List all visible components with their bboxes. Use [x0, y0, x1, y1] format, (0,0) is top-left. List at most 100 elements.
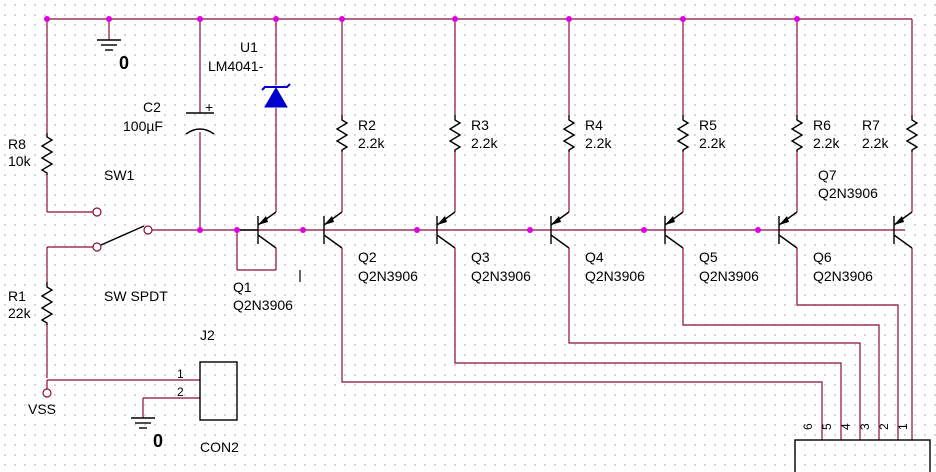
junction-dot: [197, 227, 203, 233]
r1-resistor: [40, 282, 54, 325]
ground-top-label: 0: [119, 53, 129, 73]
connector-pin-5: 5: [820, 423, 834, 430]
junction-dot: [234, 227, 240, 233]
r3-ref: R3: [471, 117, 489, 133]
connector-pin-4: 4: [839, 423, 853, 430]
c2-capacitor: [185, 112, 215, 135]
q4-collector-wire: [568, 248, 861, 440]
r7-ref: R7: [862, 117, 880, 133]
junction-dot: [452, 16, 458, 22]
q1-value: Q2N3906: [233, 297, 293, 313]
r5-ref: R5: [699, 117, 717, 133]
sw1-type: SW SPDT: [104, 288, 168, 304]
r4-value: 2.2k: [585, 135, 612, 151]
j2-connector: [199, 361, 238, 421]
sw1-switch: [92, 207, 153, 252]
transistor-array: Q2Q2N3906Q3Q2N3906Q4Q2N3906Q5Q2N3906Q6Q2…: [323, 167, 913, 284]
connector-pin-2: 2: [877, 423, 891, 430]
j2-ref: J2: [200, 327, 215, 343]
r8-value: 10k: [8, 153, 32, 169]
c2-value: 100µF: [123, 118, 163, 134]
sw1-ref: SW1: [104, 167, 135, 183]
resistor-r2: [335, 115, 349, 152]
q2-ref: Q2: [358, 249, 377, 265]
q5-ref: Q5: [699, 249, 718, 265]
r4-ref: R4: [585, 117, 603, 133]
junction-dot: [273, 16, 279, 22]
r6-ref: R6: [813, 117, 831, 133]
r3-value: 2.2k: [471, 135, 498, 151]
r5-value: 2.2k: [699, 135, 726, 151]
transistor-q2: [323, 211, 343, 249]
junction-dot: [755, 227, 761, 233]
q3-collector-wire: [454, 248, 842, 440]
resistor-r5: [676, 115, 690, 152]
vss-terminal: [42, 388, 52, 398]
resistor-r6: [790, 115, 804, 152]
r1-ref: R1: [8, 288, 26, 304]
q3-value: Q2N3906: [471, 268, 531, 284]
transistor-q4: [550, 211, 570, 249]
j2-type: CON2: [200, 439, 239, 455]
junction-dot: [680, 16, 686, 22]
junction-dot: [339, 16, 345, 22]
junction-dots: [44, 16, 800, 233]
junction-dot: [641, 227, 647, 233]
junction-dot: [527, 227, 533, 233]
j2-pin-1: 1: [177, 367, 184, 381]
ground-symbol-top: [97, 39, 121, 51]
q5-collector-wire: [682, 248, 880, 440]
connector-pin-6: 6: [801, 423, 815, 430]
resistor-array: R2 2.2k R3 2.2k R4 2.2k R5 2.2k R6 2.2k R7 2.2k: [335, 115, 919, 152]
q3-ref: Q3: [471, 249, 490, 265]
ground-bottom-label: 0: [153, 431, 163, 451]
q6-value: Q2N3906: [813, 268, 873, 284]
junction-dot: [794, 16, 800, 22]
r7-value: 2.2k: [862, 135, 889, 151]
resistor-r4: [562, 115, 576, 152]
output-connector: [794, 439, 931, 472]
connector-pin-3: 3: [858, 423, 872, 430]
q1-transistor: [237, 211, 277, 249]
junction-dot: [300, 227, 306, 233]
r2-ref: R2: [358, 117, 376, 133]
transistor-q6: [778, 211, 798, 249]
c2-ref: C2: [143, 99, 161, 115]
r2-value: 2.2k: [358, 135, 385, 151]
resistor-r7: [905, 115, 919, 152]
q7-value: Q2N3906: [818, 185, 878, 201]
q4-ref: Q4: [585, 249, 604, 265]
junction-dot: [44, 16, 50, 22]
q6-collector-wire: [796, 248, 899, 440]
j2-pin-2: 2: [177, 385, 184, 399]
connector-pin-1: 1: [896, 423, 910, 430]
junction-dot: [414, 227, 420, 233]
junction-dot: [197, 16, 203, 22]
junction-dot: [106, 16, 112, 22]
q6-ref: Q6: [813, 249, 832, 265]
q4-value: Q2N3906: [585, 268, 645, 284]
transistor-q7: [893, 211, 913, 249]
junction-dot: [566, 16, 572, 22]
r8-ref: R8: [8, 136, 26, 152]
transistor-q5: [664, 211, 684, 249]
transistor-q3: [436, 211, 456, 249]
resistor-r3: [448, 115, 462, 152]
u1-diode: [261, 83, 291, 108]
r8-resistor: [40, 133, 54, 175]
vss-label: VSS: [28, 401, 56, 417]
u1-value: LM4041-: [208, 58, 264, 74]
ground-symbol-bottom: [131, 417, 155, 429]
q5-value: Q2N3906: [699, 268, 759, 284]
u1-ref: U1: [240, 39, 258, 55]
r1-value: 22k: [8, 305, 32, 321]
q1-ref: Q1: [233, 279, 252, 295]
c2-polarity: +: [205, 99, 213, 115]
r6-value: 2.2k: [813, 135, 840, 151]
q7-ref: Q7: [818, 167, 837, 183]
q2-collector-wire: [341, 248, 823, 440]
q2-value: Q2N3906: [358, 268, 418, 284]
